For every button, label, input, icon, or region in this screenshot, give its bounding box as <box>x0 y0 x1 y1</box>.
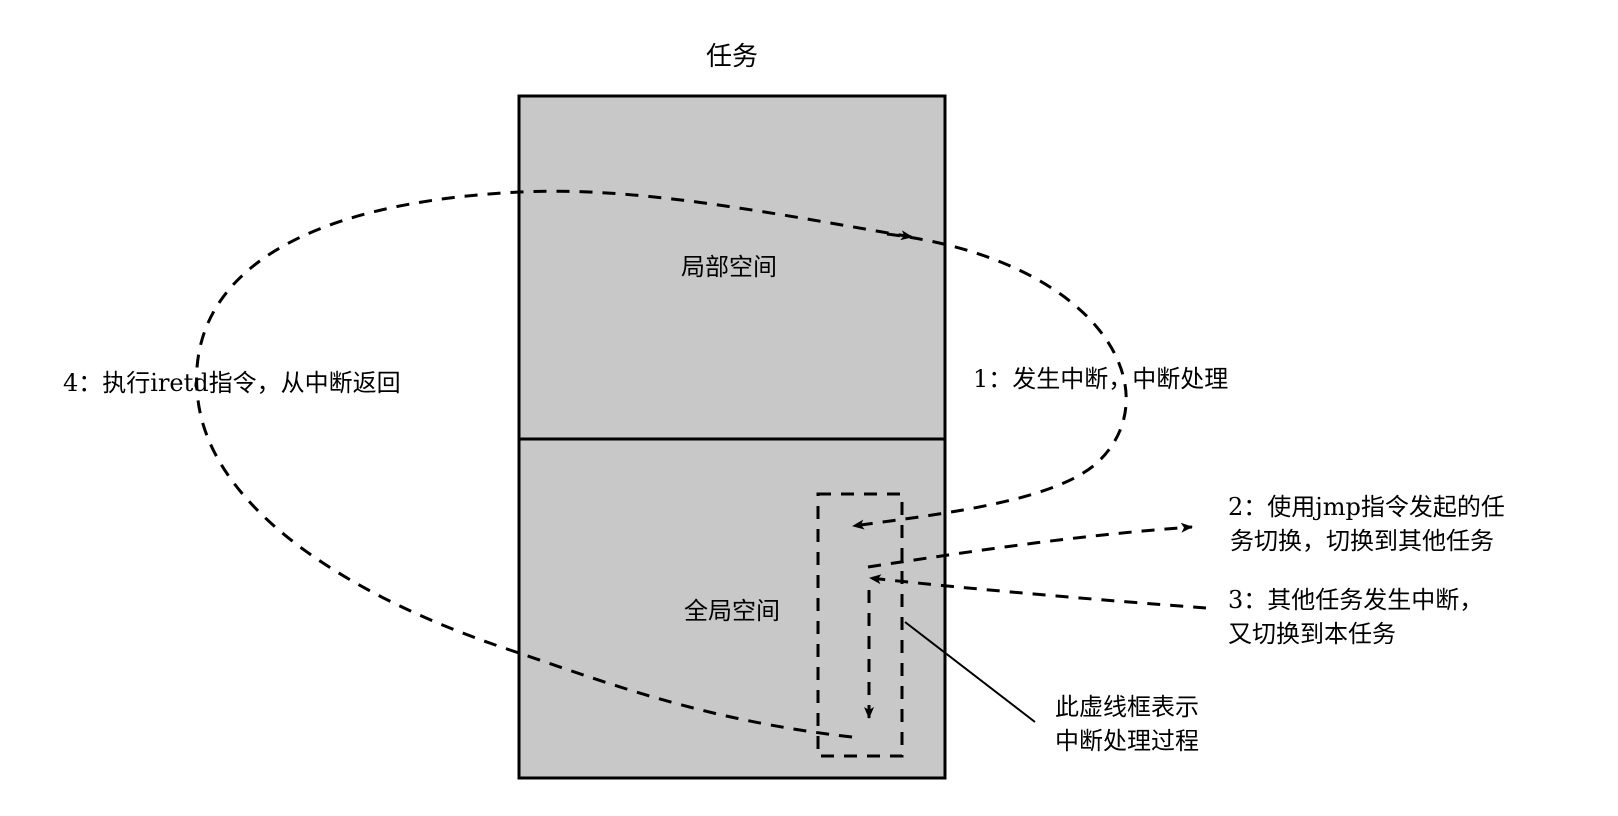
switch-back-arrow <box>869 574 1207 610</box>
step4-label: 4：执行iretd指令，从中断返回 <box>63 369 401 397</box>
interrupt-arrow <box>852 232 1128 530</box>
step2-label: 2：使用jmp指令发起的任 务切换，切换到其他任务 <box>1228 490 1505 558</box>
local-space-label: 局部空间 <box>681 253 777 281</box>
iretd-return-path <box>195 189 913 739</box>
note-leader-line <box>904 621 1036 723</box>
local-space-region <box>517 94 947 441</box>
global-space-label: 全局空间 <box>684 597 780 625</box>
step2-line1: 2：使用jmp指令发起的任 <box>1228 493 1505 521</box>
step1-label: 1：发生中断，中断处理 <box>973 365 1229 393</box>
interrupt-handling-dashed-box <box>816 492 904 758</box>
step2-line2: 务切换，切换到其他任务 <box>1230 527 1494 555</box>
jmp-switch-arrow <box>867 522 1193 569</box>
step3-line2: 又切换到本任务 <box>1228 620 1396 648</box>
task-title: 任务 <box>705 42 759 72</box>
step3-line1: 3：其他任务发生中断， <box>1228 586 1484 614</box>
note-line2: 中断处理过程 <box>1055 727 1199 755</box>
note-line1: 此虚线框表示 <box>1055 693 1199 721</box>
dashed-box-note: 此虚线框表示 中断处理过程 <box>1055 690 1199 758</box>
step3-label: 3：其他任务发生中断， 又切换到本任务 <box>1228 583 1483 651</box>
